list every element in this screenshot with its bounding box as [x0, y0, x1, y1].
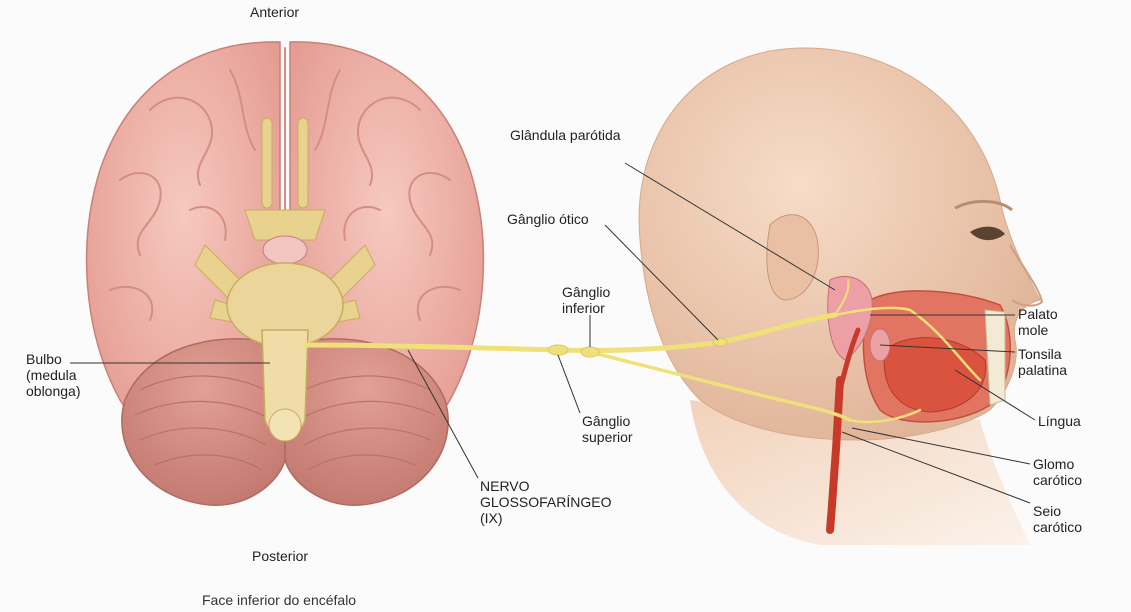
- caption-face-inferior: Face inferior do encéfalo: [202, 592, 356, 608]
- label-ganglio-superior: Gânglio superior: [582, 413, 633, 445]
- label-glandula-parotida: Glândula parótida: [510, 127, 621, 143]
- label-posterior: Posterior: [252, 548, 308, 564]
- spinal-cord-section: [269, 409, 301, 441]
- label-palato-mole: Palato mole: [1018, 306, 1058, 338]
- label-ganglio-otico: Gânglio ótico: [507, 211, 589, 227]
- ganglio-inferior-swelling: [581, 347, 599, 357]
- brain-inferior-view: [87, 42, 484, 505]
- label-nervo-glossofaringeo: NERVO GLOSSOFARÍNGEO (IX): [480, 478, 611, 526]
- pituitary: [263, 236, 307, 264]
- label-ganglio-inferior: Gânglio inferior: [562, 284, 610, 316]
- label-lingua: Língua: [1038, 413, 1081, 429]
- head-lateral-view: [639, 48, 1042, 545]
- ganglio-otico-swelling: [713, 338, 727, 346]
- label-anterior: Anterior: [250, 4, 299, 20]
- label-glomo-carotico: Glomo carótico: [1033, 456, 1082, 488]
- label-bulbo: Bulbo (medula oblonga): [26, 351, 81, 399]
- ganglio-superior-swelling: [548, 345, 568, 355]
- label-tonsila-palatina: Tonsila palatina: [1018, 346, 1067, 378]
- label-seio-carotico: Seio carótico: [1033, 503, 1082, 535]
